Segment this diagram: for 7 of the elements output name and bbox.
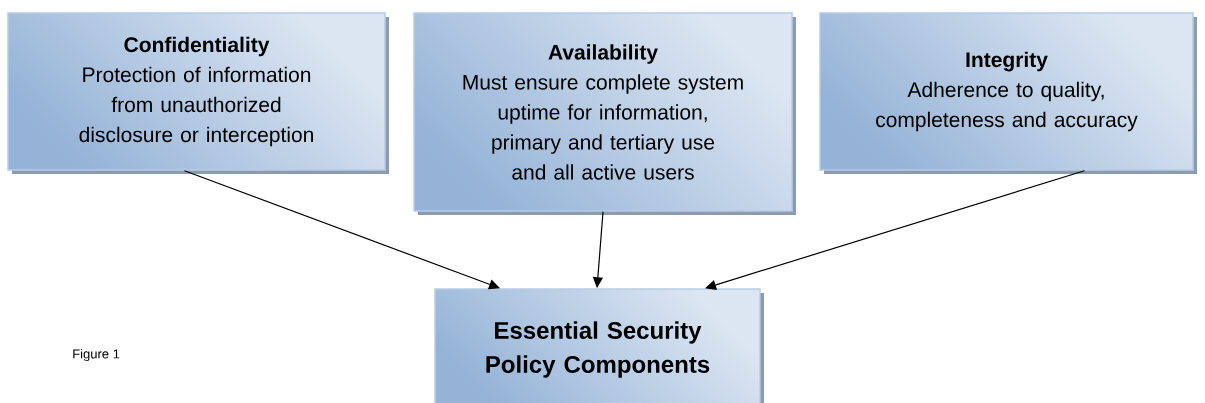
result-box: Essential Security Policy Components [434,288,764,403]
text-box: Confidentiality Protection of information from unauthorized disclosure or interception [7,12,389,174]
arrow [705,170,1086,290]
arrow [183,170,500,290]
figure-label: Figure 1 [73,348,120,362]
text-box: Integrity Adherence to quality, completeness and accuracy [819,12,1197,174]
text-box: Availability Must ensure complete system uptime for information, primary and tertiary use and all active users [413,12,796,215]
